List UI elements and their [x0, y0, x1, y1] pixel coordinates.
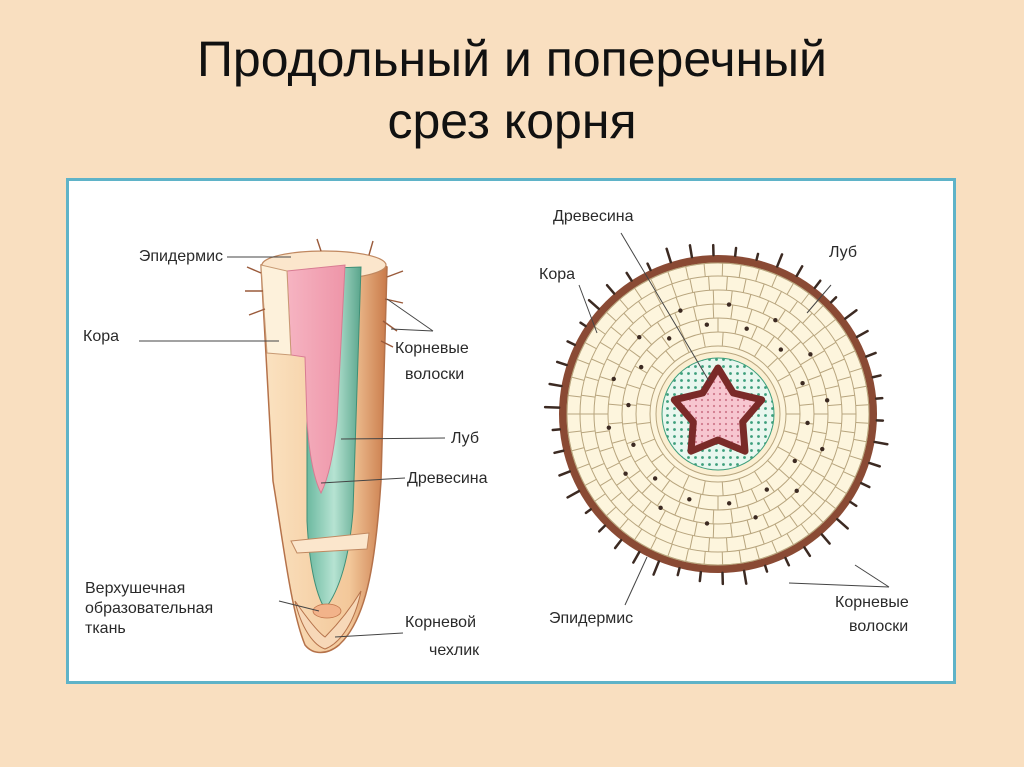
root-hair	[690, 245, 692, 257]
cell-wall	[713, 290, 714, 304]
cortex-marker	[631, 443, 635, 447]
cortex-marker	[687, 497, 691, 501]
cortex-marker	[705, 322, 709, 326]
root-hair	[586, 509, 591, 513]
cortex-marker	[639, 365, 643, 369]
root-hair	[869, 463, 879, 466]
cortex-marker	[820, 447, 824, 451]
label-meristem-3: ткань	[85, 619, 126, 638]
root-hair	[804, 547, 809, 555]
cortex-marker	[705, 521, 709, 525]
label-meristem-1: Верхушечная	[85, 579, 185, 598]
cell-wall	[713, 510, 714, 524]
root-hair	[777, 254, 782, 266]
root-hair	[831, 297, 836, 302]
title-line-2: срез корня	[0, 90, 1024, 152]
cortex-marker	[744, 326, 748, 330]
cortex-marker	[637, 335, 641, 339]
root-hair	[765, 566, 767, 572]
cortex-marker	[765, 487, 769, 491]
cortex-marker	[612, 377, 616, 381]
label-phloem-cross: Луб	[829, 243, 857, 262]
label-root-cap-1: Корневой	[405, 613, 476, 632]
root-hair	[861, 483, 869, 487]
label-epidermis-long: Эпидермис	[79, 247, 223, 266]
root-hair	[550, 384, 562, 386]
title-line-1: Продольный и поперечный	[0, 28, 1024, 90]
cortex-marker	[667, 336, 671, 340]
root-hair	[797, 266, 802, 276]
root-hair	[568, 491, 579, 497]
cortex-marker	[727, 302, 731, 306]
cortex-marker	[727, 501, 731, 505]
root-hair	[822, 534, 830, 543]
cortex-marker	[678, 308, 682, 312]
label-phloem-long: Луб	[451, 429, 479, 448]
longitudinal-root	[245, 239, 403, 653]
cortex-marker	[808, 352, 812, 356]
root-hair	[757, 254, 758, 260]
root-hair	[568, 341, 575, 344]
label-root-cap-2: чехлик	[429, 641, 479, 660]
root-hair	[875, 442, 888, 444]
cortex-marker	[607, 425, 611, 429]
root-hair	[850, 502, 856, 506]
cortex-marker	[773, 318, 777, 322]
cortex-marker	[623, 471, 627, 475]
slide-title: Продольный и поперечный срез корня	[0, 28, 1024, 152]
cortex-marker	[800, 381, 804, 385]
label-root-hairs-cross-1: Корневые	[835, 593, 909, 612]
root-hair	[648, 264, 651, 270]
root-hair	[633, 552, 639, 562]
root-hair	[857, 331, 867, 337]
cell-wall	[713, 304, 714, 318]
root-hair	[615, 540, 621, 548]
label-root-hairs-cross-2: волоски	[849, 617, 908, 636]
root-hair	[744, 571, 746, 584]
label-root-hairs-long-2: волоски	[405, 365, 464, 384]
cortex-marker	[825, 398, 829, 402]
root-hair	[589, 300, 599, 309]
root-hair	[678, 568, 680, 575]
root-hair	[599, 526, 605, 532]
cortex-marker	[653, 476, 657, 480]
root-hair	[545, 407, 559, 408]
cortex-marker	[779, 347, 783, 351]
cell-wall	[713, 524, 714, 538]
root-hair	[607, 285, 614, 293]
diagram-frame: Эпидермис Кора Корневые волоски Луб Древ…	[66, 178, 956, 684]
cross-section	[545, 245, 887, 584]
cortex-marker	[753, 515, 757, 519]
cortex-marker	[795, 489, 799, 493]
root-hair	[866, 353, 875, 357]
root-hair	[873, 375, 881, 377]
cortex-marker	[805, 421, 809, 425]
root-hair	[785, 558, 788, 565]
root-hair	[876, 398, 882, 399]
root-hair	[735, 248, 736, 256]
label-cortex-cross: Кора	[539, 265, 575, 284]
label-meristem-2: образовательная	[85, 599, 213, 618]
label-cortex-long: Кора	[83, 327, 119, 346]
cortex-marker	[658, 506, 662, 510]
root-hair	[555, 451, 564, 453]
root-hair	[654, 562, 659, 575]
root-hair	[667, 249, 671, 262]
root-hair	[845, 310, 856, 318]
root-hair	[557, 362, 567, 365]
root-hair	[627, 273, 632, 281]
root-hair	[700, 572, 701, 581]
cortex-marker	[626, 403, 630, 407]
root-hair	[837, 519, 847, 528]
label-root-hairs-long-1: Корневые	[395, 339, 469, 358]
label-xylem-cross: Древесина	[553, 207, 634, 226]
cortex-marker	[793, 459, 797, 463]
label-xylem-long: Древесина	[407, 469, 488, 488]
label-epidermis-cross: Эпидермис	[549, 609, 633, 628]
root-hair	[553, 429, 560, 430]
root-hair	[581, 323, 586, 326]
root-hair	[815, 281, 820, 288]
root-hair	[559, 471, 569, 475]
